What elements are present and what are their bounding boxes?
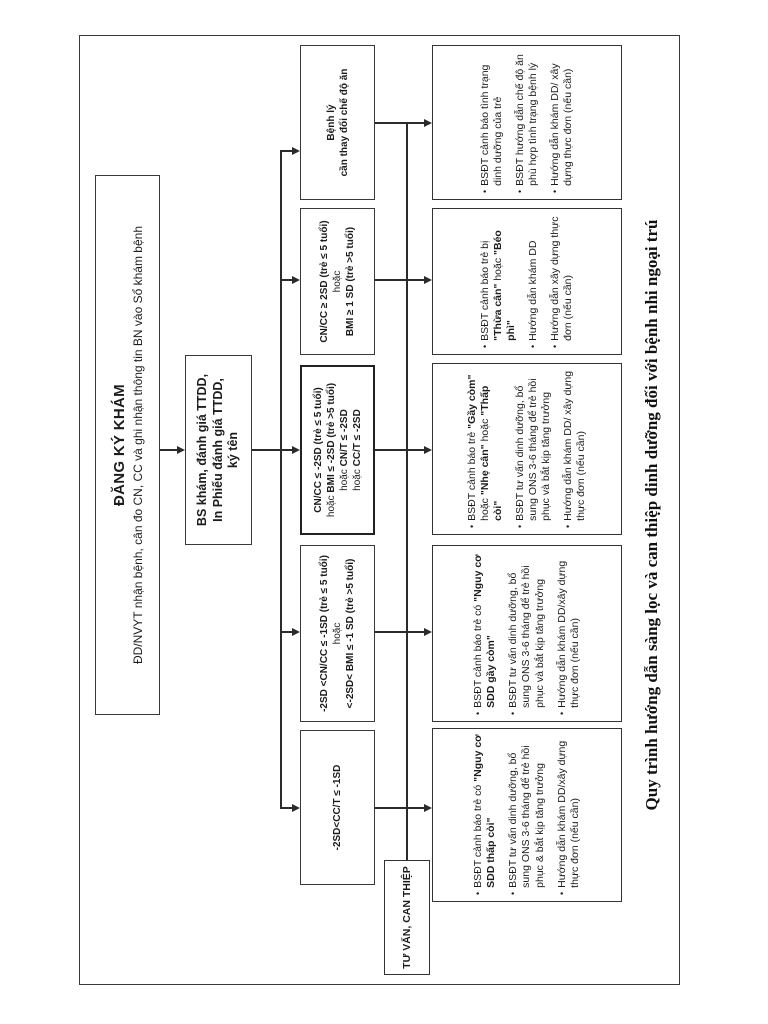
action-bullet: •Hướng dẫn khám DD/xây dựng thực đơn (nế… (555, 740, 581, 895)
action-bullet: •Hướng dẫn khám DD/ xây dựng thực đơn (n… (549, 63, 575, 193)
arrow-down-icon (292, 804, 300, 813)
registration-box: ĐĂNG KÝ KHÁM ĐD/NVYT nhận bệnh, cân đo C… (95, 175, 160, 715)
assessment-line: ký tên (226, 431, 241, 469)
actions-box-malnutrition: •BSĐT cảnh báo trẻ "Gầy còm" hoặc "Nhẹ c… (432, 363, 622, 535)
action-bullet: •BSĐT tư vấn dinh dưỡng, bổ sung ONS 3-6… (513, 378, 553, 528)
flow-line (375, 122, 424, 124)
actions-box-overweight: •BSĐT cảnh báo trẻ bị "Thừa cân" hoặc "B… (432, 208, 622, 355)
intervention-label: TƯ VẤN, CAN THIỆP (384, 860, 430, 975)
flow-line (280, 150, 282, 808)
flow-line (406, 122, 408, 860)
flow-line (375, 631, 424, 633)
arrow-down-icon (292, 276, 300, 285)
doctor-assessment-box: BS khám, đánh giá TTDD, In Phiếu đánh gi… (185, 355, 252, 545)
action-bullet: •BSĐT hướng dẫn chế độ ăn phù hợp tình t… (513, 54, 539, 193)
action-bullet: •BSĐT cảnh báo trẻ bị "Thừa cân" hoặc "B… (478, 230, 517, 348)
flow-line (160, 449, 178, 451)
arrow-down-icon (292, 446, 300, 455)
arrow-down-icon (424, 119, 432, 128)
action-bullet: •BSĐT cảnh báo trẻ có "Nguy cơ SDD gầy c… (472, 554, 498, 715)
actions-box-risk-wasting: •BSĐT cảnh báo trẻ có "Nguy cơ SDD gầy c… (432, 545, 622, 722)
arrow-down-icon (292, 628, 300, 637)
condition-box-risk-stunting: -2SD<CC/T ≤ -1SD (300, 730, 375, 885)
arrow-down-icon (177, 446, 185, 455)
action-bullet: •BSĐT tư vấn dinh dưỡng, bổ sung ONS 3-6… (507, 745, 546, 895)
action-bullet: •BSĐT cảnh báo trẻ "Gầy còm" hoặc "Nhẹ c… (465, 374, 504, 529)
action-bullet: •BSĐT cảnh báo tình trạng dinh dưỡng của… (478, 64, 504, 193)
condition-box-risk-wasting: -2SD <CN/CC ≤ -1SD (trẻ ≤ 5 tuổi)hoặc<-2… (300, 545, 375, 722)
arrow-down-icon (292, 147, 300, 156)
flow-line (252, 449, 282, 451)
action-bullet: •BSĐT tư vấn dinh dưỡng, bổ sung ONS 3-6… (507, 565, 546, 715)
registration-subtitle: ĐD/NVYT nhận bệnh, cân đo CN, CC và ghi … (130, 225, 145, 665)
arrow-down-icon (424, 804, 432, 813)
action-bullet: •BSĐT cảnh báo trẻ có "Nguy cơ SDD thấp … (472, 734, 498, 895)
action-bullet: •Hướng dẫn khám DD/xây dựng thực đơn (nế… (555, 560, 581, 715)
condition-box-malnutrition: CN/CC ≤ -2SD (trẻ ≤ 5 tuổi)hoặc BMI ≤ -2… (300, 365, 375, 535)
arrow-down-icon (424, 446, 432, 455)
figure-caption: Quy trình hướng dẫn sàng lọc và can thiệ… (642, 219, 661, 811)
assessment-line: In Phiếu đánh giá TTDD, (210, 378, 225, 522)
flow-line (375, 807, 424, 809)
arrow-down-icon (424, 628, 432, 637)
actions-box-pathology: •BSĐT cảnh báo tình trạng dinh dưỡng của… (432, 45, 622, 200)
registration-title: ĐĂNG KÝ KHÁM (110, 384, 128, 506)
arrow-down-icon (424, 276, 432, 285)
action-bullet: •Hướng dẫn khám DD (527, 240, 539, 348)
action-bullet: •Hướng dẫn xây dựng thực đơn (nếu cần) (549, 216, 575, 348)
flow-line (375, 279, 424, 281)
flow-line (375, 449, 424, 451)
actions-box-risk-stunting: •BSĐT cảnh báo trẻ có "Nguy cơ SDD thấp … (432, 728, 622, 902)
action-bullet: •Hướng dẫn khám DD/ xây dựng thực đơn (n… (562, 370, 588, 528)
assessment-line: BS khám, đánh giá TTDD, (195, 373, 210, 527)
